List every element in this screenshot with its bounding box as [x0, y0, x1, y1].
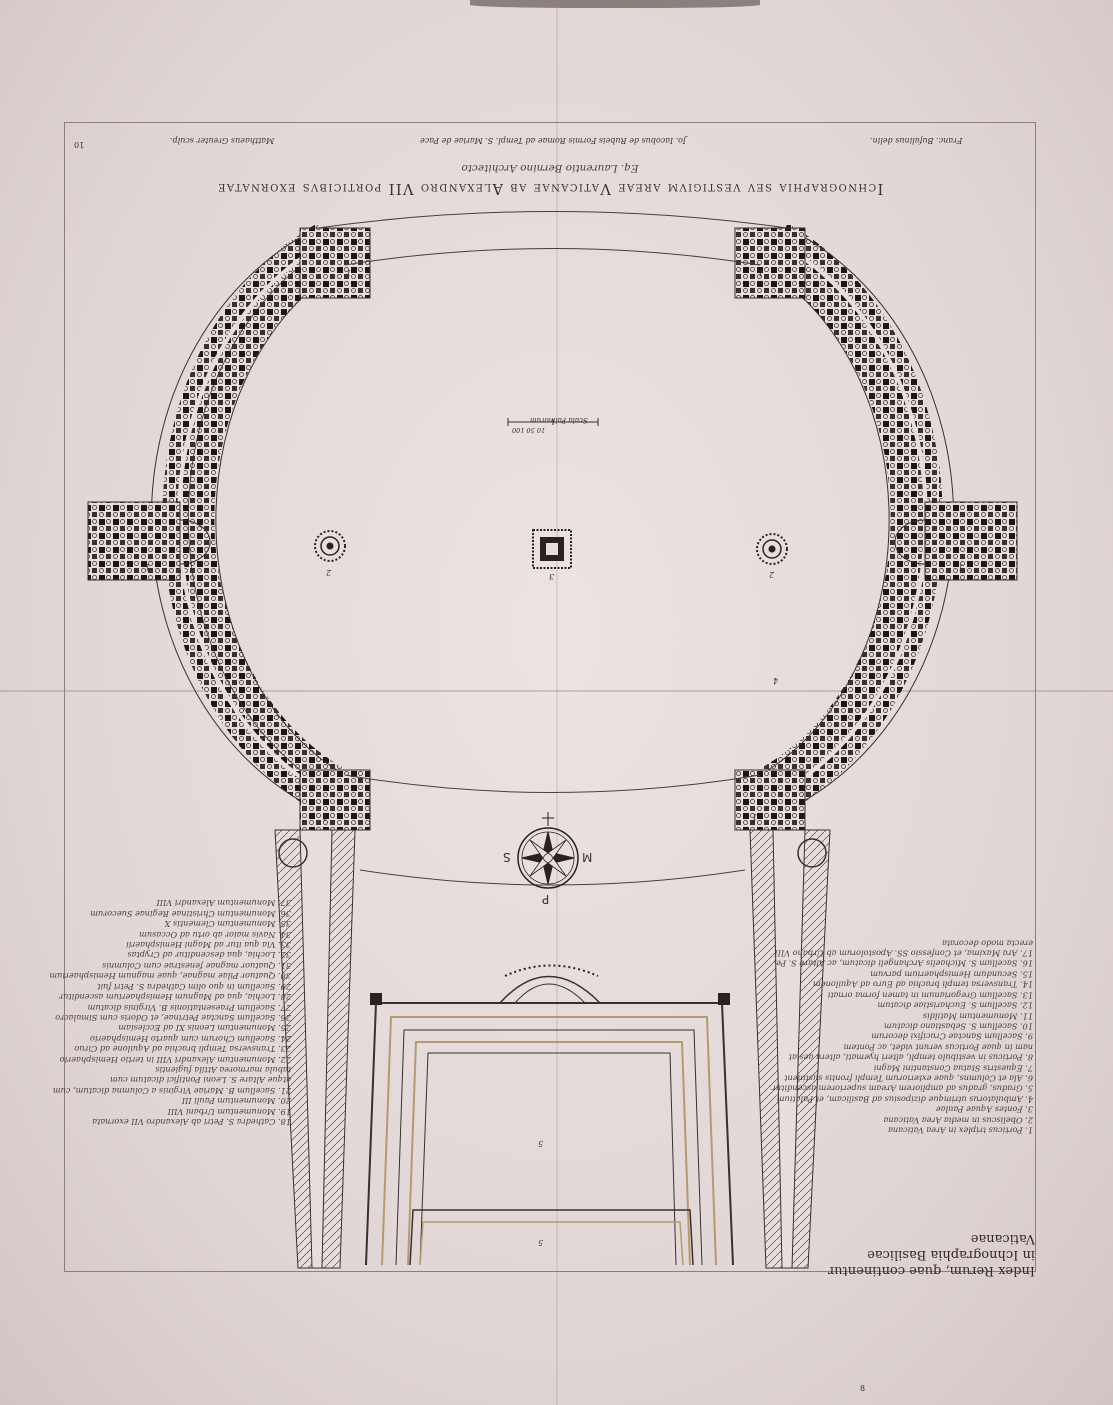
index-item: 15. Secundum Hemisphaerium parvum — [870, 969, 1033, 980]
scale-ticks: 10 50 100 — [512, 426, 546, 434]
figure-label: 4 — [773, 676, 779, 685]
figure-label: 1 — [758, 268, 764, 277]
index-item: 4. Ambulatorus utrimque diziposius ad Ba… — [776, 1094, 1033, 1105]
plate-subtitle: Eq. Laurentio Bernino Architecto — [461, 162, 639, 174]
right-corridor — [749, 829, 831, 1269]
index-item: 13. Sacellum Gregorianum in tamen forma … — [827, 990, 1033, 1001]
compass-letter-left: M — [582, 850, 593, 864]
index-item: 30. Quatuor Pilae magnae, quae magnum He… — [49, 971, 291, 982]
index-list-right: 1. Porticus triplex in Area Vaticana 2. … — [771, 938, 1034, 1136]
piazza-outline — [317, 211, 788, 886]
scale-label: Scala Palmorum — [530, 416, 588, 424]
index-item: 23. Transversa Templi brachia ad Aquilon… — [74, 1044, 291, 1055]
compass-rose — [517, 812, 579, 889]
figure-label: 1 — [346, 268, 352, 277]
index-item: 2. Obeliscus in media Area Vaticana — [883, 1115, 1034, 1126]
index-item: erecta modo decorata — [942, 938, 1033, 949]
index-list-left: 18. Cathedra S. Petri ab Alexandro VII e… — [49, 898, 291, 1127]
index-item: 6. Ala et Columns, quae exteriorum Templ… — [784, 1073, 1033, 1084]
index-item: 32. Lochia, qua descenditur ad Cryptas — [127, 950, 291, 961]
index-item: 28. Lochia, qua ad Magnum Hemisphaerium … — [59, 992, 291, 1003]
figure-label: 1 — [145, 562, 151, 571]
fountain-left — [314, 530, 346, 562]
index-item: 10. Sacellum S. Sebastiano dicatum — [884, 1021, 1033, 1032]
figure-label: 2 — [326, 568, 332, 577]
index-item: 22. Monumentum Alexandri VIII in tertio … — [59, 1054, 291, 1065]
index-item: 16. Sacellum S. Michaelis Archangeli dic… — [773, 959, 1033, 970]
forecourt — [365, 964, 734, 1266]
fountain-right — [756, 533, 788, 565]
index-item: 34. Navis maior ab ortu ad Occasum — [139, 929, 291, 940]
figure-label: 1 — [322, 812, 328, 821]
index-item: 35. Monumentum Clementis X — [164, 919, 291, 930]
index-item: 12. Sacellum S. Eucharistiae dicatum — [877, 1000, 1033, 1011]
index-item: 37. Monumentum Alexandri VIII — [156, 898, 291, 909]
index-item: 11. Monumentum Matildis — [922, 1011, 1033, 1022]
index-item: 9. Sacellum Sanctae Crucifixi decorum — [871, 1032, 1033, 1043]
scale-bar — [507, 418, 599, 426]
index-item: 31. Quatuor magnae fenestrae cum Columni… — [102, 960, 291, 971]
index-title: Index Rerum, quae continentur in Ichnogr… — [827, 1231, 1035, 1278]
index-item: 8. Porticus in vestibulo templi, alteri … — [788, 1052, 1033, 1063]
figure-label: 1 — [752, 812, 758, 821]
credit-publisher: Jo. Iacobus de Rubeis Formis Romae ad Te… — [420, 136, 687, 145]
index-item: 20. Monumentum Pauli III — [181, 1096, 291, 1107]
figure-label: 2 — [769, 570, 775, 579]
compass-letter-top: P — [542, 892, 550, 906]
index-item: 14. Transversa templi brachia ad Euro ad… — [812, 980, 1033, 991]
index-item: tabula marmorea Attila fugientis — [155, 1064, 291, 1075]
torn-edge — [470, 0, 760, 8]
index-item: 21. Sacellum B. Mariae Virginis a Column… — [52, 1085, 291, 1096]
compass-letter-right: S — [503, 850, 511, 864]
index-item: 7. Equestris Statua Constantini Magni — [873, 1063, 1033, 1074]
credit-engraver: Matthaeus Greuter sculp. — [170, 136, 275, 145]
index-item: 1. Porticus triplex in Area Vaticana — [888, 1125, 1033, 1136]
index-item: 25. Monumentum Leonis XI ad Ecclesiam — [118, 1023, 291, 1034]
figure-label: 5 — [538, 1238, 544, 1247]
index-item: nam in quae Porticus verunt videt, ac Po… — [843, 1042, 1033, 1053]
index-item: 29. Sacellum in quo olim Cathedra S. Pet… — [97, 981, 291, 992]
index-item: 3. Fontes Aquae Paulae — [935, 1104, 1033, 1115]
fold-line-horizontal — [0, 690, 1113, 692]
figure-label: 1 — [958, 562, 964, 571]
plate-border — [64, 122, 1036, 1272]
index-item: 17. Ara Maxima, et Confessio SS. Apostol… — [774, 948, 1033, 959]
fold-line-vertical — [556, 0, 558, 1405]
index-item: atque Altare S. Leoni Pontifici dicatum … — [110, 1075, 291, 1086]
obelisk — [532, 529, 572, 569]
figure-label: 3 — [549, 572, 555, 581]
corner-number: 8 — [860, 1384, 866, 1393]
credit-delineator: Franc. Bufalinus delin. — [870, 136, 963, 145]
index-item: 24. Sacellum Chorum cum quarto Hemisphae… — [89, 1033, 291, 1044]
index-item: 36. Monumentum Christinae Reginae Suecor… — [90, 908, 291, 919]
index-item: 26. Sacellum Sanctae Petrinae, et Odoris… — [55, 1012, 291, 1023]
plate-number: 10 — [74, 140, 85, 149]
index-item: 5. Gradus, gradus ad ampliorem Aream sup… — [771, 1084, 1033, 1095]
index-item: 18. Cathedra S. Petri ab Alexandro VII e… — [92, 1116, 291, 1127]
index-item: 27. Sacellum Praesentationis B. Virginis… — [87, 1002, 291, 1013]
index-item: 33. Via qua itur ad Magni Hemisphaerii — [126, 940, 291, 951]
left-corridor — [274, 829, 356, 1269]
index-item: 19. Monumentum Urbani VIII — [167, 1106, 291, 1117]
plate-title: Ichnographia sev vestigivm areae Vatican… — [216, 180, 884, 196]
figure-label: 5 — [538, 1139, 544, 1148]
